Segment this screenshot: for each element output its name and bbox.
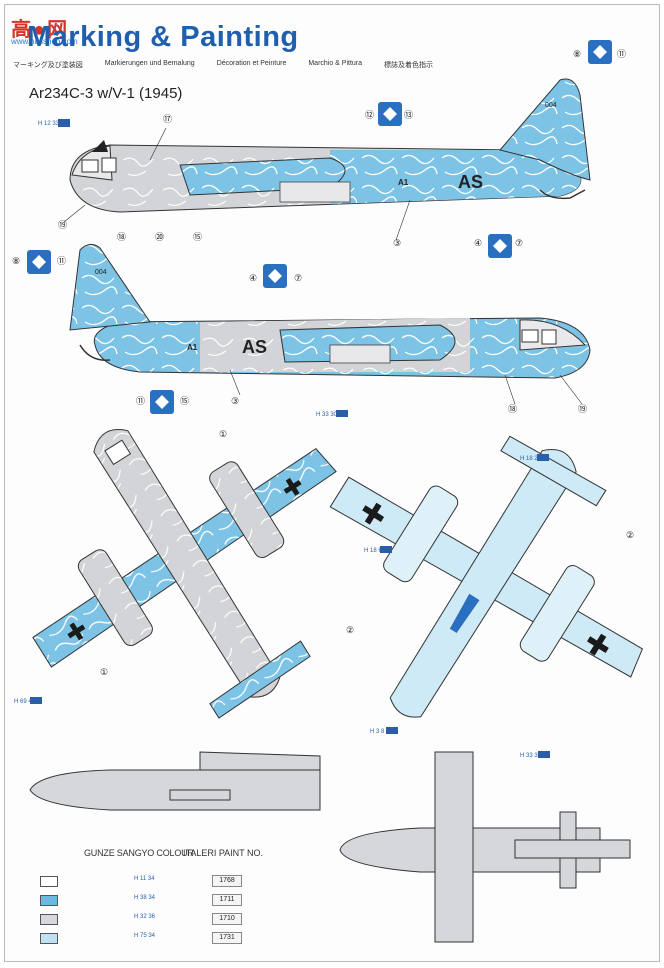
- callout-18b: ⑱: [508, 404, 517, 414]
- insignia-badge-2: [378, 102, 402, 126]
- legend-gunze-code: H 11 34: [134, 876, 155, 882]
- callout-11b: ⑪: [57, 256, 66, 266]
- code-a1-2: A1: [187, 343, 198, 352]
- callout-20: ⑳: [155, 232, 164, 242]
- callout-1a: ①: [219, 429, 227, 439]
- legend-gunze-code: H 38 34: [134, 895, 156, 901]
- callouts-bottom: ② ② H 18 28 H 18 60 H 3 8: [346, 454, 634, 735]
- callouts-view1: H 12 33 ⑰ ⑫ ⑬ ⑧ ⑪ ⑲ ⑱ ⑳ ⑮ ③ ④ ⑦: [38, 40, 626, 258]
- legend-row: H 32 36 1710: [40, 913, 300, 926]
- side-view-left-profile: AS A1 004: [69, 78, 591, 213]
- page-title: Marking & Painting: [27, 21, 299, 53]
- legend-italeri-no: 1768: [212, 875, 242, 887]
- callout-7b: ⑦: [294, 273, 302, 283]
- ref-h3330: H 33 30: [316, 412, 338, 418]
- legend-italeri-no: 1710: [212, 913, 242, 925]
- callout-3: ③: [393, 238, 401, 248]
- v1-top-view: H 33 35: [339, 751, 631, 943]
- legend-gunze-code: H 32 36: [134, 914, 156, 920]
- callout-8b: ⑧: [12, 256, 20, 266]
- subtitle-jp: マーキング及び塗装図: [13, 62, 83, 69]
- callout-11c: ⑪: [136, 396, 145, 406]
- legend-italeri-no: 1731: [212, 932, 242, 944]
- code-as-2: AS: [242, 337, 267, 357]
- callout-12: ⑫: [365, 110, 374, 120]
- insignia-badge-1: [588, 40, 612, 64]
- legend-swatch: [40, 876, 58, 887]
- legend-row: H 11 34 1768: [40, 875, 300, 888]
- ref-h1828: H 18 28: [520, 456, 542, 462]
- callout-8: ⑧: [573, 49, 581, 59]
- watermark-logo: 高●网 www.hasshop.com: [11, 13, 81, 53]
- color-legend: GUNZE SANGYO COLOUR ITALERI PAINT NO. H …: [40, 848, 300, 948]
- insignia-badge-3: [488, 234, 512, 258]
- insignia-badge-6: [150, 390, 174, 414]
- side-view-right-profile: AS A1 004: [69, 244, 591, 379]
- callout-13: ⑬: [404, 110, 413, 120]
- callouts-top: ① ① H 33 30 H 69 47: [14, 410, 348, 705]
- watermark-url: www.hasshop.com: [11, 37, 78, 46]
- subtitle-de: Markierungen und Bemalung: [104, 60, 195, 67]
- legend-swatch: [40, 933, 58, 944]
- tail-number-2: 004: [95, 269, 107, 276]
- callout-17: ⑰: [163, 114, 172, 124]
- legend-italeri-no: 1711: [212, 894, 242, 906]
- callout-11: ⑪: [617, 49, 626, 59]
- callout-15b: ⑮: [180, 396, 189, 406]
- callout-2b: ②: [346, 625, 354, 635]
- insignia-badge-4: [27, 250, 51, 274]
- callout-3b: ③: [231, 396, 239, 406]
- ref-h3335: H 33 35: [520, 753, 542, 759]
- bottom-view: [329, 435, 644, 718]
- callout-2a: ②: [626, 530, 634, 540]
- legend-swatch: [40, 914, 58, 925]
- legend-gunze-code: H 75 34: [134, 933, 156, 939]
- callout-4b: ④: [249, 273, 257, 283]
- subtitle-cn: 標誌及着色指示: [384, 62, 434, 69]
- tail-number-1: 004: [545, 102, 557, 109]
- ref-h1233: H 12 33: [38, 121, 60, 127]
- callout-19b: ⑲: [578, 404, 587, 414]
- legend-row: H 75 34 1731: [40, 932, 300, 945]
- callout-4: ④: [474, 238, 482, 248]
- code-a1-1: A1: [398, 178, 409, 187]
- ref-h6947: H 69 47: [14, 699, 36, 705]
- legend-swatch: [40, 895, 58, 906]
- callout-15: ⑮: [193, 232, 202, 242]
- callout-18: ⑱: [117, 232, 126, 242]
- insignia-badge-5: [263, 264, 287, 288]
- v1-side-view: [29, 751, 321, 811]
- legend-row: H 38 34 1711: [40, 894, 300, 907]
- legend-header-gunze: GUNZE SANGYO COLOUR: [84, 848, 194, 858]
- watermark-text: 高●网: [11, 19, 70, 41]
- callout-7: ⑦: [515, 238, 523, 248]
- aircraft-model: Ar234C-3 w/V-1 (1945): [29, 85, 183, 102]
- top-view: [32, 429, 337, 719]
- legend-header-italeri: ITALERI PAINT NO.: [183, 848, 264, 858]
- callouts-view2: ⑧ ⑪ ④ ⑦ ⑪ ⑮ ③ ⑱ ⑲: [12, 250, 587, 414]
- ref-h38: H 3 8: [370, 729, 385, 735]
- subtitle-fr: Décoration et Peinture: [216, 60, 287, 67]
- subtitle-row: マーキング及び塗装図 Markierungen und Bemalung Déc…: [13, 60, 513, 70]
- ref-h1860: H 18 60: [364, 548, 386, 554]
- code-as-1: AS: [458, 172, 483, 192]
- callout-19: ⑲: [58, 220, 67, 230]
- subtitle-it: Marchio & Pittura: [308, 60, 363, 67]
- callout-1b: ①: [100, 667, 108, 677]
